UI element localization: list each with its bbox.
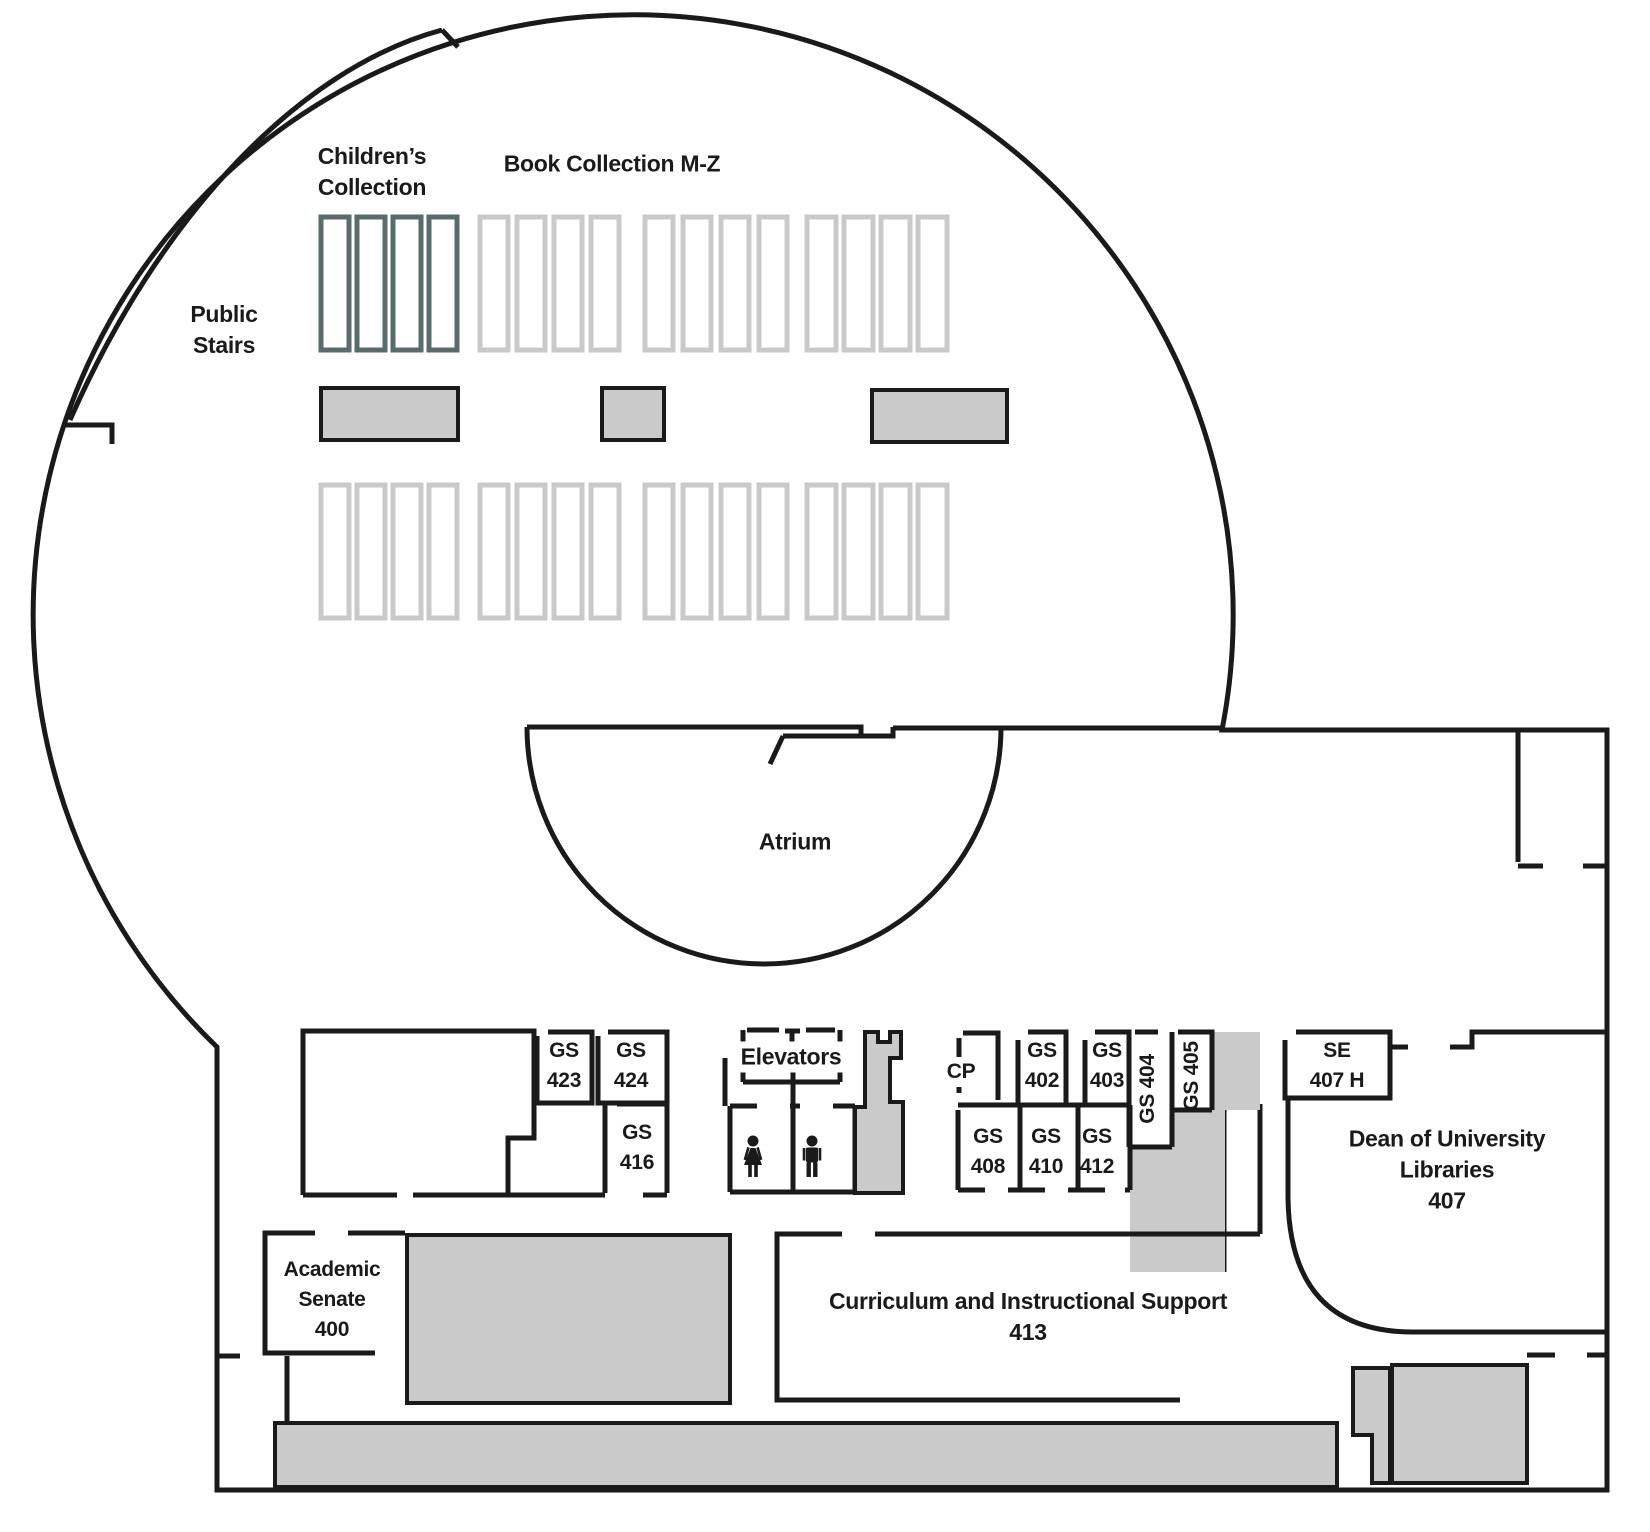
academic-senate-label: Academic Senate 400 xyxy=(283,1257,381,1342)
stairs-top-cap xyxy=(440,28,460,49)
gs408-label: GS 408 xyxy=(970,1124,1006,1178)
gs404-room xyxy=(1129,1029,1175,1150)
childrens-collection-label: Children’s Collection xyxy=(317,142,427,200)
cp-label: CP xyxy=(942,1056,980,1088)
gs412-label: GS 412 xyxy=(1079,1124,1115,1178)
stairs-landing-wall xyxy=(62,422,115,444)
atrium-label: Atrium xyxy=(758,828,832,855)
stairs-outer-arc xyxy=(67,27,443,422)
gs402-room xyxy=(1015,1029,1069,1105)
public-stairs-label: Public Stairs xyxy=(190,300,258,358)
se-407h-room xyxy=(1282,1029,1393,1101)
atrium-arc xyxy=(524,726,1004,967)
man-icon xyxy=(802,1135,822,1177)
academic-senate-room xyxy=(262,1230,405,1356)
gs423-room xyxy=(534,1029,595,1106)
gs423-label: GS 423 xyxy=(546,1038,582,1092)
gs402-label: GS 402 xyxy=(1024,1038,1060,1092)
gs403-label: GS 403 xyxy=(1089,1038,1125,1092)
gs-offices-walls xyxy=(955,1029,1215,1193)
book-stacks-top-row xyxy=(477,214,950,353)
gs416-label: GS 416 xyxy=(619,1120,655,1174)
gs408-410-412-row xyxy=(955,1102,1133,1190)
service-area-gray xyxy=(1212,1032,1260,1110)
gs410-label: GS 410 xyxy=(1028,1124,1064,1178)
se407h-label: SE 407 H xyxy=(1309,1038,1365,1092)
atrium-structure xyxy=(524,724,1222,967)
gs424-label: GS 424 xyxy=(613,1038,649,1092)
gs405-room xyxy=(1172,1029,1215,1113)
bottom-right-block xyxy=(1390,1363,1529,1485)
curved-corridor-wall xyxy=(1285,1197,1607,1335)
gs405-label: GS 405 xyxy=(1179,1041,1203,1111)
elevators-label: Elevators xyxy=(736,1041,846,1073)
childrens-collection-stacks xyxy=(318,214,460,353)
curriculum-room xyxy=(774,1231,1260,1403)
public-stairs-structure xyxy=(62,27,460,444)
mechanical-block xyxy=(405,1233,732,1405)
gs416-room xyxy=(602,1101,670,1193)
stack-end-tables xyxy=(319,386,1009,444)
woman-icon xyxy=(743,1135,763,1177)
corridor-bar xyxy=(273,1421,1339,1489)
elevator-shaft xyxy=(853,1030,905,1195)
gs404-label: GS 404 xyxy=(1135,1054,1159,1124)
curriculum-label: Curriculum and Instructional Support 413 xyxy=(828,1287,1228,1345)
dean-label: Dean of University Libraries 407 xyxy=(1348,1125,1546,1214)
book-stacks-bottom-row xyxy=(318,482,950,621)
center-rooms-walls xyxy=(300,1027,858,1198)
book-collection-label: Book Collection M-Z xyxy=(503,150,721,177)
